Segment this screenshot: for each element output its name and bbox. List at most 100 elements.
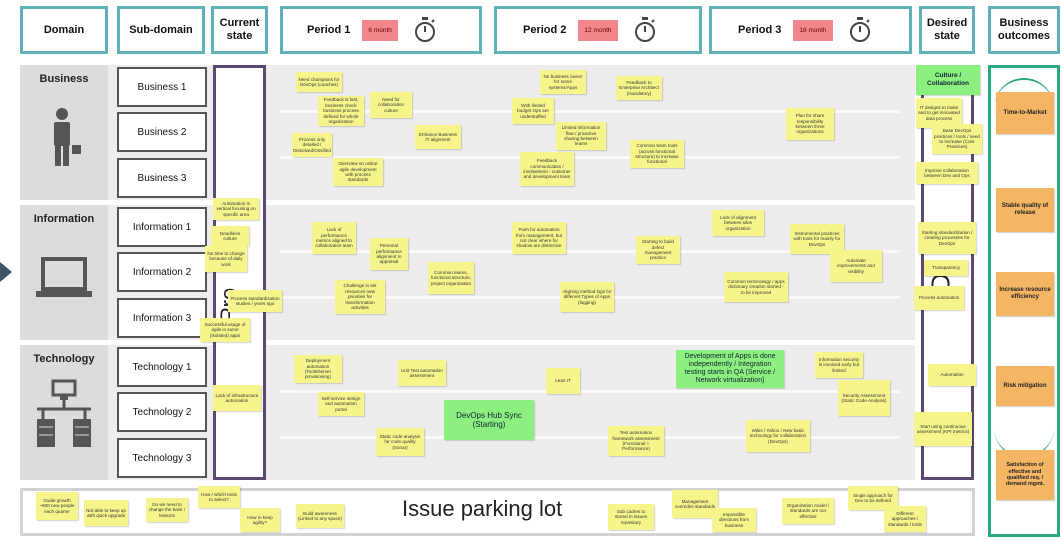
subdomain-information-3: Information 3 bbox=[117, 298, 207, 338]
sticky-note: Instrumental practices with tools for ma… bbox=[790, 224, 844, 254]
domain-technology: Technology bbox=[20, 345, 108, 480]
sticky-note: Security Assessment (Static Code Analysi… bbox=[838, 380, 890, 416]
sticky-note: Push for automation from management, but… bbox=[512, 222, 566, 254]
sticky-note: Personal performance alignment to apprai… bbox=[370, 238, 408, 270]
sticky-note: Feedback communication / involvement - c… bbox=[520, 152, 574, 186]
period-1-label: Period 1 bbox=[307, 23, 351, 36]
sticky-note: Start using continuous assessment (KPI m… bbox=[914, 412, 972, 446]
sticky-note: Process automation bbox=[914, 286, 964, 310]
header-domain: Domain bbox=[20, 6, 108, 54]
sticky-note: With limited budget Ops are understaffed bbox=[512, 98, 554, 124]
arrow-right-icon bbox=[0, 262, 12, 282]
sticky-note: Deadlines culture bbox=[211, 226, 249, 246]
sticky-note: How to keep agility? bbox=[240, 508, 280, 532]
network-server-icon bbox=[37, 379, 91, 447]
header-current-state: Current state bbox=[211, 6, 268, 54]
header-desired-state: Desired state bbox=[919, 6, 975, 54]
sticky-note: Overview on online agile development wit… bbox=[333, 158, 383, 186]
subdomain-information-2: Information 2 bbox=[117, 252, 207, 292]
stopwatch-icon bbox=[634, 17, 655, 42]
header-period-1: Period 1 6 month bbox=[280, 6, 482, 54]
period-3-duration-note: 18 month bbox=[793, 19, 833, 41]
period-2-duration-note: 12 month bbox=[578, 19, 618, 41]
sticky-note: Process only detailed / Dissolved/Ossifi… bbox=[292, 133, 332, 157]
sticky-note: IT designs to make and to get innovated … bbox=[916, 98, 962, 128]
sticky-note: Impossible directions from business bbox=[712, 508, 756, 532]
sticky-note: Common team tools (across functional str… bbox=[630, 140, 684, 168]
sticky-note: Enhance Business IT alignment bbox=[415, 125, 461, 149]
stopwatch-icon bbox=[414, 17, 435, 42]
sticky-note: Lack of alignment between silos organiza… bbox=[712, 210, 764, 236]
sticky-note: Aligning method logs for different Types… bbox=[560, 282, 614, 312]
domain-business-label: Business bbox=[39, 73, 89, 85]
header-subdomain: Sub-domain bbox=[117, 6, 205, 54]
sticky-note: How / which tools to select? bbox=[198, 486, 240, 508]
header-business-outcomes-label: Business outcomes bbox=[998, 17, 1050, 42]
sticky-note: Information security is involved early b… bbox=[815, 352, 863, 378]
subdomain-technology-1: Technology 1 bbox=[117, 347, 207, 387]
domain-technology-label: Technology bbox=[33, 353, 95, 365]
period-1-duration-note: 6 month bbox=[362, 19, 398, 41]
header-period-3: Period 3 18 month bbox=[709, 6, 912, 54]
sticky-note: Automate improvements and visibility bbox=[830, 250, 882, 282]
sticky-note: Base DevOps practices / tools / need to … bbox=[932, 124, 982, 154]
subdomain-technology-2: Technology 2 bbox=[117, 392, 207, 432]
header-current-state-label: Current state bbox=[219, 17, 260, 42]
sticky-note: Static code analysis for code quality (S… bbox=[376, 428, 424, 456]
sticky-note: Management overrides standards bbox=[672, 490, 718, 518]
sticky-note: Need for collaboration culture bbox=[370, 92, 412, 118]
sticky-note: Starting to build defect management prac… bbox=[636, 236, 680, 264]
header-subdomain-label: Sub-domain bbox=[129, 23, 193, 36]
sticky-note: Lack of performance metrics aligned to c… bbox=[312, 222, 356, 254]
sticky-note: No business owner for some systems/Apps bbox=[540, 70, 586, 94]
sticky-note: Self-service design and automation porta… bbox=[318, 392, 364, 416]
outcome-resource-efficiency: Increase resource efficiency bbox=[996, 272, 1054, 316]
businessman-icon bbox=[54, 108, 81, 166]
sticky-note: Automation is vertical focusing on speci… bbox=[213, 198, 259, 220]
sticky-note-green: Development of Apps is done independentl… bbox=[676, 350, 784, 388]
sticky-note: Improve collaboration between Dev and Op… bbox=[916, 162, 978, 184]
sticky-note: Successful usage of agile in some (isola… bbox=[200, 318, 250, 342]
sticky-note: Unit Test automation assessment bbox=[398, 360, 446, 386]
subdomain-business-3: Business 3 bbox=[117, 158, 207, 198]
sticky-note-green: Culture / Collaboration bbox=[916, 65, 980, 95]
period-2-label: Period 2 bbox=[523, 23, 567, 36]
sticky-note: Feedback is fast, business check busines… bbox=[318, 96, 364, 126]
header-business-outcomes: Business outcomes bbox=[988, 6, 1060, 54]
sticky-note-green: DevOps Hub Sync (Starting) bbox=[444, 400, 534, 440]
header-period-2: Period 2 12 month bbox=[494, 6, 702, 54]
outcome-time-to-market: Time-to-Market bbox=[996, 92, 1054, 134]
sticky-note: Lean IT bbox=[546, 368, 580, 394]
sticky-note: Need champions for DevOps (coaches) bbox=[296, 72, 342, 92]
sticky-note: Sub cadres to stored in Issues repositor… bbox=[608, 504, 654, 530]
subdomain-business-2: Business 2 bbox=[117, 112, 207, 152]
sticky-note: Plan for share responsibility between th… bbox=[786, 108, 834, 140]
sticky-note: Starting standardization / creating proc… bbox=[918, 222, 976, 254]
subdomain-business-1: Business 1 bbox=[117, 67, 207, 107]
sticky-note: Deployment automation (Tools/server prov… bbox=[294, 355, 342, 383]
outcome-risk-mitigation: Risk mitigation bbox=[996, 366, 1054, 406]
sticky-note: Guide growth ~500 new people each quarte… bbox=[36, 492, 78, 520]
laptop-icon bbox=[36, 257, 92, 297]
sticky-note: Common teams, functional structure, proj… bbox=[428, 262, 474, 294]
header-domain-label: Domain bbox=[43, 23, 85, 36]
sticky-note: Build awareness (Linked to any space) bbox=[296, 504, 344, 528]
stopwatch-icon bbox=[849, 17, 870, 42]
sticky-note: Challenge in set resources new prioritie… bbox=[335, 280, 385, 314]
sticky-note: Test automation framework assessment (Fu… bbox=[608, 426, 664, 456]
header-desired-state-label: Desired state bbox=[926, 17, 968, 42]
subdomain-technology-3: Technology 3 bbox=[117, 438, 207, 478]
domain-information-label: Information bbox=[33, 213, 95, 225]
sticky-note: Process standardization studies / years … bbox=[228, 290, 282, 312]
sticky-note: Feedback to Enterprise Architect (mandat… bbox=[616, 76, 662, 100]
domain-information: Information bbox=[20, 205, 108, 340]
sticky-note: Wikis / Yahoo / New basic technology for… bbox=[746, 420, 810, 452]
sticky-note: Limited information flow / proactive sha… bbox=[556, 122, 606, 150]
sticky-note: Not able to keep up with quick upgrade bbox=[84, 500, 128, 526]
sticky-note: No time to change because of daily work bbox=[205, 246, 247, 272]
issue-parking-lot-title: Issue parking lot bbox=[402, 496, 563, 521]
outcome-stable-quality: Stable quality of release bbox=[996, 188, 1054, 232]
period-3-label: Period 3 bbox=[738, 23, 782, 36]
sticky-note: Do we need to change the bank / lessons bbox=[146, 498, 188, 522]
